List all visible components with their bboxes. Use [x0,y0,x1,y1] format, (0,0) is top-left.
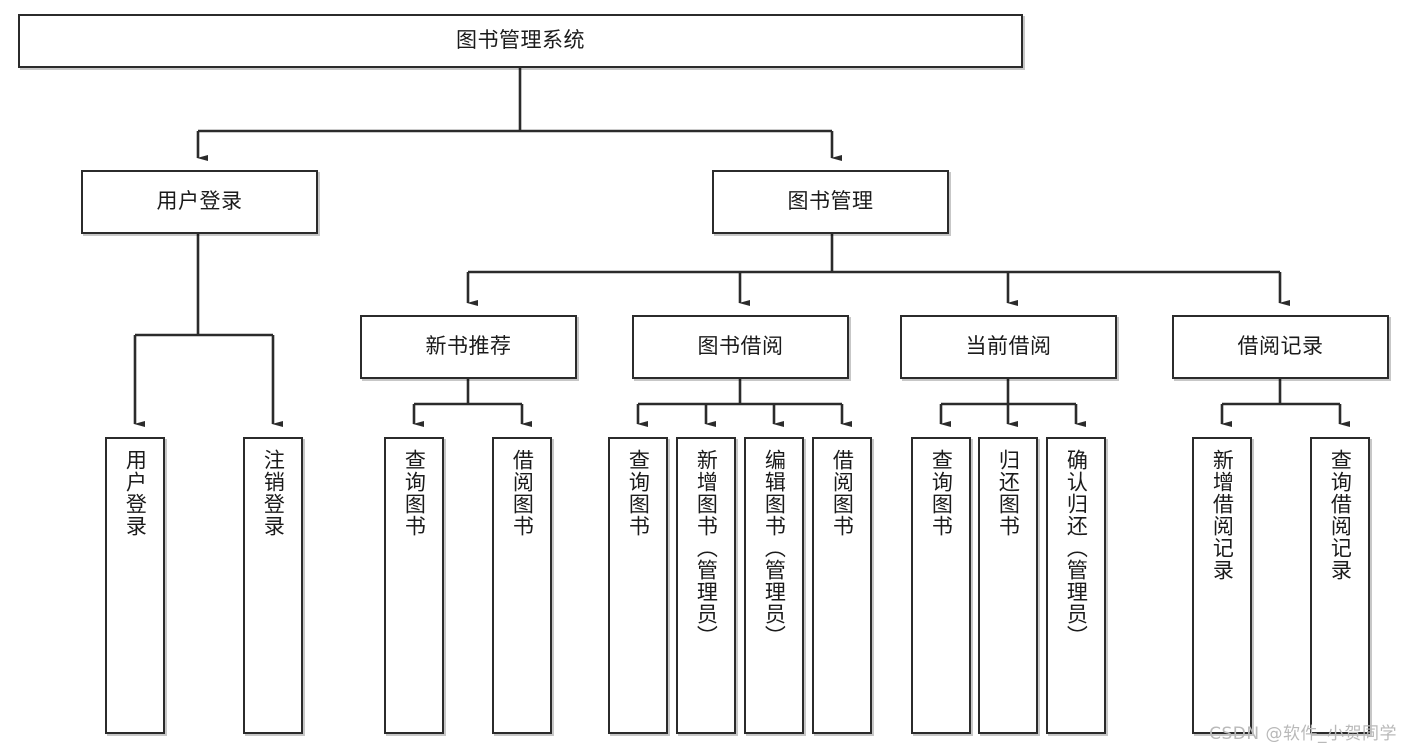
node-new-book-recommend[interactable]: 新书推荐 [360,315,577,379]
leaf-logout[interactable]: 注销登录 [243,437,303,734]
node-borrow-record[interactable]: 借阅记录 [1172,315,1389,379]
leaf-add-borrow-record[interactable]: 新增借阅记录 [1192,437,1252,734]
leaf-add-book[interactable]: 新增图书（管理员） [676,437,736,734]
node-root-label: 图书管理系统 [456,28,585,53]
leaf-borrow-book-2-label: 借阅图书 [830,449,855,537]
leaf-add-book-label: 新增图书（管理员） [694,449,719,647]
watermark: CSDN @软件_小贺同学 [1209,724,1397,744]
node-book-manage[interactable]: 图书管理 [712,170,949,234]
node-book-manage-label: 图书管理 [787,189,874,214]
leaf-query-book-1[interactable]: 查询图书 [384,437,444,734]
node-current-borrow-label: 当前借阅 [965,334,1052,359]
leaf-borrow-book-1-label: 借阅图书 [510,449,535,537]
leaf-confirm-return[interactable]: 确认归还（管理员） [1046,437,1106,734]
leaf-borrow-book-1[interactable]: 借阅图书 [492,437,552,734]
leaf-return-book-label: 归还图书 [996,449,1021,537]
node-borrow-record-label: 借阅记录 [1237,334,1324,359]
leaf-query-book-3[interactable]: 查询图书 [911,437,971,734]
leaf-return-book[interactable]: 归还图书 [978,437,1038,734]
leaf-query-book-3-label: 查询图书 [929,449,954,537]
node-current-borrow[interactable]: 当前借阅 [900,315,1117,379]
node-root[interactable]: 图书管理系统 [18,14,1023,68]
leaf-borrow-book-2[interactable]: 借阅图书 [812,437,872,734]
leaf-query-borrow-record-label: 查询借阅记录 [1328,449,1353,581]
leaf-query-borrow-record[interactable]: 查询借阅记录 [1310,437,1370,734]
leaf-edit-book[interactable]: 编辑图书（管理员） [744,437,804,734]
leaf-confirm-return-label: 确认归还（管理员） [1064,449,1089,647]
node-new-book-recommend-label: 新书推荐 [425,334,512,359]
leaf-user-login[interactable]: 用户登录 [105,437,165,734]
node-user-login-label: 用户登录 [156,189,243,214]
leaf-query-book-1-label: 查询图书 [402,449,427,537]
leaf-edit-book-label: 编辑图书（管理员） [762,449,787,647]
leaf-add-borrow-record-label: 新增借阅记录 [1210,449,1235,581]
leaf-user-login-label: 用户登录 [123,449,148,537]
node-user-login[interactable]: 用户登录 [81,170,318,234]
leaf-logout-label: 注销登录 [261,449,286,537]
leaf-query-book-2[interactable]: 查询图书 [608,437,668,734]
node-book-borrow[interactable]: 图书借阅 [632,315,849,379]
node-book-borrow-label: 图书借阅 [697,334,784,359]
leaf-query-book-2-label: 查询图书 [626,449,651,537]
